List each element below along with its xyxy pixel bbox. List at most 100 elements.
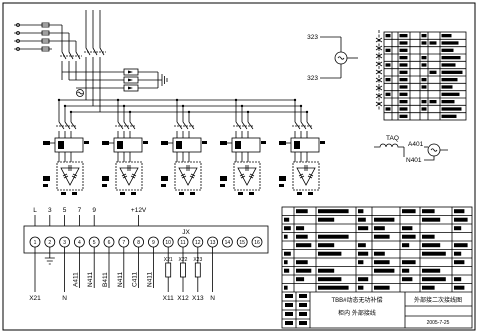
busbar-terminal [16,47,20,51]
title-block-entry-mark [358,209,364,214]
title-block-entry-mark [402,277,413,282]
device-table-entry-mark [421,107,427,111]
switch-blade [123,121,130,130]
terminal-mark [131,192,136,195]
delta-capacitor [60,167,80,186]
wire-label: B411 [102,272,109,287]
title-block-entry-mark [454,260,465,265]
title-block-entry-mark [374,285,390,290]
ground-icon [44,257,55,265]
terminal-mark [297,192,302,195]
capacitor-branch-2 [102,98,148,195]
switch-blade [129,121,136,130]
title-block-entry-mark [296,268,312,273]
device-table-entry-mark [399,70,408,74]
capacitor-plates [121,165,137,179]
capacitor-bank-branches [43,98,325,195]
arrester-ground-lead [138,71,162,89]
auxiliary-contact-mark [143,141,148,144]
switch-blade [176,121,183,130]
auxiliary-contact-mark [202,141,207,144]
auxiliary-contact-mark [84,141,89,144]
signature-mark [299,312,307,316]
capacitor-enclosure [233,161,261,191]
capacitor-plates [298,165,314,179]
resistor-symbol [180,262,186,278]
contactor-box [172,137,202,153]
title-block-entry-mark [422,277,446,282]
title-block-entry-mark [422,234,435,239]
device-table-entry-mark [399,48,408,52]
title-block-entry-mark [318,251,342,256]
title-block-entry-mark [284,251,291,256]
ct-top-label: 323 [307,34,318,41]
contactor-coil-mark [58,141,64,149]
fuse-symbol [41,30,50,36]
title-block-entry-mark [374,268,395,273]
terminal-mark [249,192,254,195]
contactor-box [231,137,261,153]
discharge-resistor-mark [161,184,166,187]
discharge-resistor-mark [161,176,168,181]
signature-mark [285,312,293,316]
title-block-entry-mark [402,260,416,265]
auxiliary-contact-mark [320,141,325,144]
terminal-number: 11 [180,240,185,246]
capacitor-enclosure [174,161,202,191]
device-table-entry-mark [441,63,456,67]
title-block-entry-mark [374,217,395,222]
delta-capacitor [237,167,257,186]
device-table-entry-mark [421,85,427,89]
terminal-mark [190,192,195,195]
device-table-entry-mark [399,85,408,89]
current-transformer-tilde-icon [77,91,83,95]
capacitor-plates [239,165,255,179]
current-transformer-symbol [76,89,84,97]
discharge-resistor-mark [279,184,284,187]
title-block-entry-mark [318,234,349,239]
wire-label: N411 [117,272,124,287]
wire-end-label: X12 [177,295,189,302]
title-line-1: TBB#动态无功补偿 [331,296,382,304]
fuse-symbol [41,38,50,44]
ta-phase-label: A401 [408,141,424,148]
terminal-mark [120,192,125,195]
delta-capacitor [296,167,316,186]
device-table-entry-mark [441,114,457,118]
title-block-entry-mark [284,260,288,265]
title-block-entry-mark [374,260,390,265]
terminal-number: 15 [239,240,245,246]
title-block-entry-mark [284,285,288,290]
title-block-entry-mark [296,234,308,239]
switch-blade [235,121,242,130]
device-table-entry-mark [441,56,461,60]
capacitor-branch-4 [220,98,266,195]
device-table-entry-mark [399,92,408,96]
fuse-mark [220,141,227,145]
busbar-terminal [16,39,20,43]
device-table-entry-mark [385,78,391,82]
auxiliary-contact-mark [261,141,266,144]
terminal-number: 10 [165,240,171,246]
terminal-number: 12 [195,240,201,246]
title-block-entry-mark [318,285,349,290]
terminal-strip-frame [23,225,269,254]
device-table-entry-mark [441,34,452,38]
dashed-line-marker [375,77,383,83]
terminal-number: 14 [225,240,231,246]
discharge-resistor-mark [220,184,225,187]
signature-mark [285,321,293,325]
capacitor-plates [180,165,196,179]
device-table-entry-mark [421,41,427,45]
title-block-entry-mark [402,268,410,273]
busbar-terminal [16,23,20,27]
title-block-entry-mark [422,251,446,256]
contactor-coil-mark [176,141,182,149]
dashed-line-marker [375,45,383,51]
dashed-line-marker [375,69,383,75]
title-block-frame [281,206,473,329]
ta-label: TAQ [386,135,399,142]
fuse-mark [279,141,286,145]
arrester-arrow-icon [128,70,133,90]
device-table-entry-mark [399,34,408,38]
